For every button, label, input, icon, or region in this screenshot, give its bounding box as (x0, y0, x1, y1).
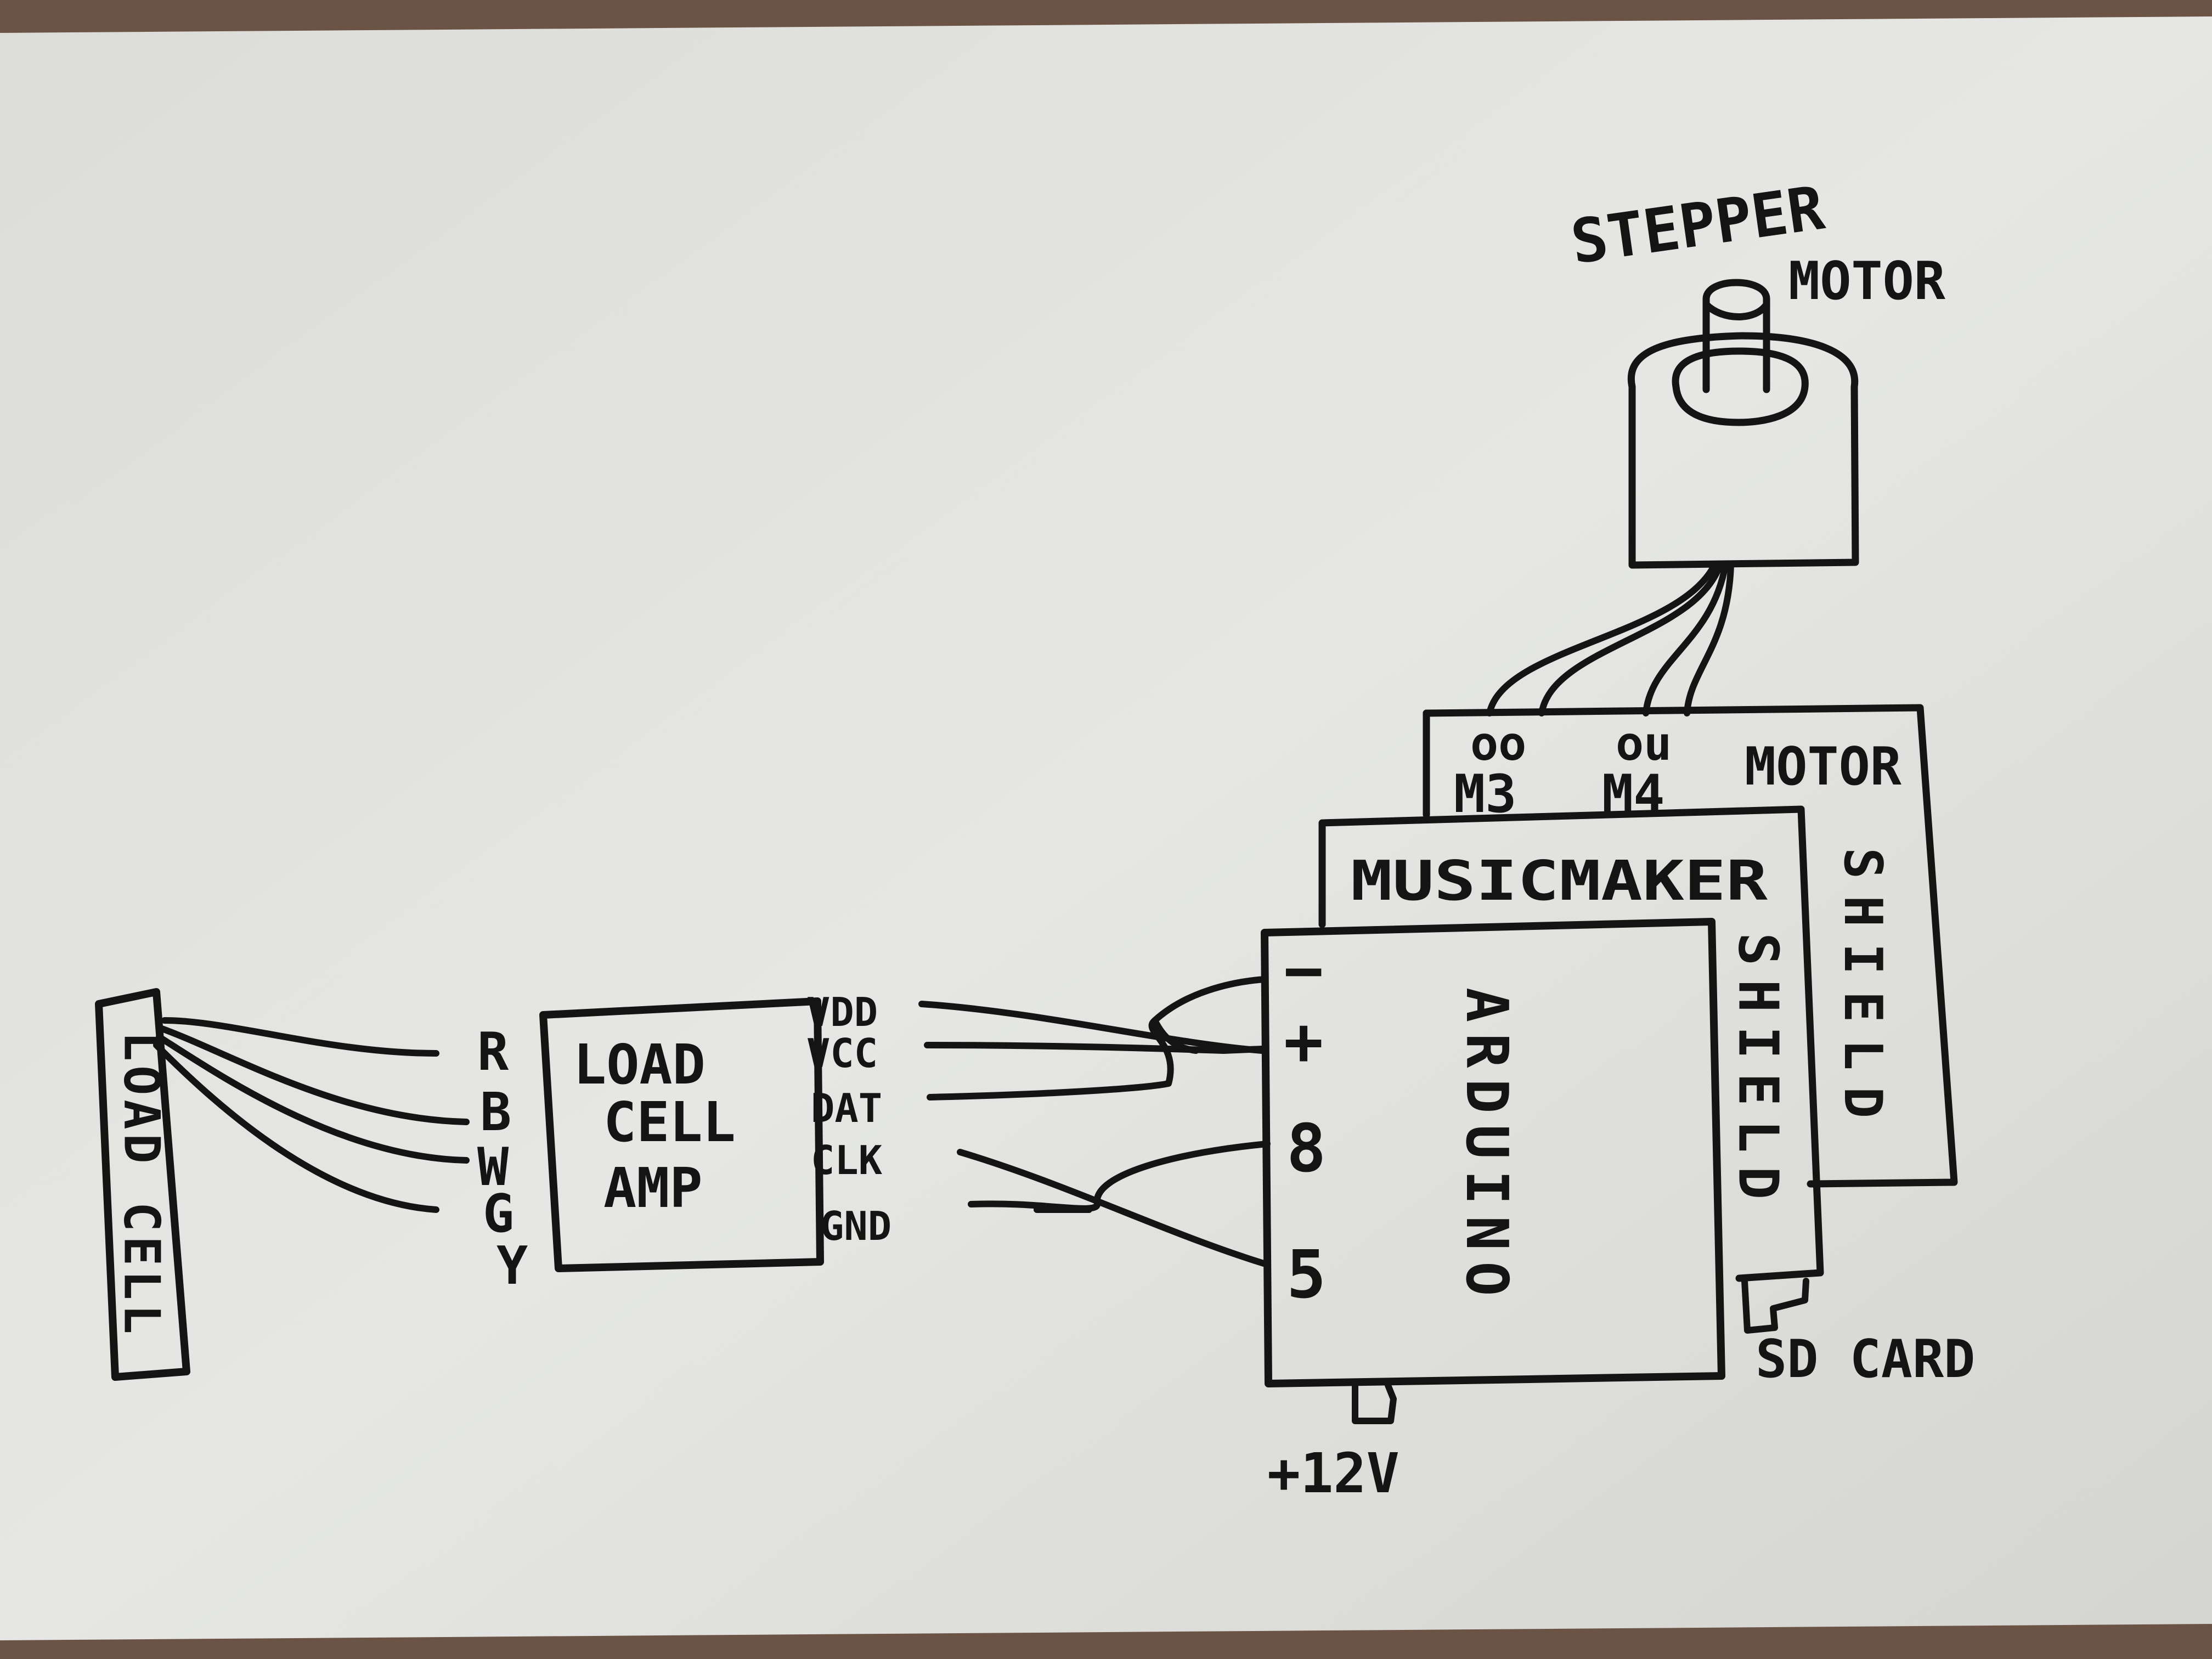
motor-shield: oo ou M3 M4 MOTOR SHIELD (1423, 704, 1958, 1188)
amp-input-pin-g: G (483, 1184, 514, 1244)
arduino-label-vertical: ARDUINO (1453, 988, 1520, 1307)
load-cell-bar (95, 988, 190, 1381)
load-cell-amp-label-line1: LOAD (573, 1032, 706, 1097)
motor-shield-label: MOTOR (1745, 737, 1902, 797)
stepper-motor-label-line2: MOTOR (1788, 251, 1946, 312)
arduino-board: ARDUINO − + 8 5 +12V (1261, 918, 1725, 1505)
amp-output-pin-dat: DAT (811, 1085, 882, 1131)
arduino-pin-5: 5 (1286, 1237, 1326, 1313)
motor-shield-label-vertical: SHIELD (1832, 848, 1893, 1135)
load-cell-amp-label-line3: AMP (603, 1156, 703, 1220)
motor-shield-port-m4-holes: ou (1616, 717, 1672, 771)
music-maker-shield-board (1318, 805, 1824, 1282)
music-maker-shield: MUSICMAKER SHIELD SD CARD (1318, 805, 1975, 1390)
motor-shield-port-m3-holes: oo (1470, 717, 1526, 771)
arduino-outline (1261, 918, 1725, 1387)
music-maker-shield-label-vertical: SHIELD (1726, 933, 1791, 1213)
load-cell-amp: LOAD CELL AMP R B W G Y VDD VCC DAT CLK … (477, 989, 891, 1296)
amp-input-pin-b: B (480, 1082, 511, 1143)
sd-card-slot-icon (1741, 1278, 1809, 1334)
sd-card-label: SD CARD (1756, 1329, 1975, 1390)
load-cell-amp-label-line2: CELL (603, 1090, 736, 1154)
amp-to-arduino-wires (918, 976, 1271, 1268)
stepper-motor-icon (1627, 279, 1859, 569)
load-cell-amp-outline (539, 997, 824, 1272)
load-cell-label-vertical: LOAD CELL (113, 1031, 171, 1339)
amp-output-pin-vdd: VDD (806, 989, 878, 1035)
arduino-pin-8: 8 (1286, 1111, 1326, 1187)
power-jack-icon (1352, 1382, 1397, 1424)
load-cell-wires (153, 1017, 470, 1213)
motor-shield-board (1423, 704, 1958, 1188)
amp-output-pin-clk: CLK (811, 1137, 883, 1183)
load-cell: LOAD CELL (95, 988, 190, 1381)
amp-output-pin-gnd: GND (820, 1203, 891, 1249)
amp-input-pin-w: W (477, 1137, 509, 1198)
power-input-label: +12V (1267, 1441, 1400, 1505)
stepper-wires (1486, 562, 1734, 716)
arduino-pin-minus: − (1284, 933, 1323, 1009)
amp-input-pin-r: R (477, 1022, 509, 1082)
music-maker-shield-label: MUSICMAKER (1351, 849, 1768, 913)
arduino-pin-plus: + (1284, 1004, 1323, 1080)
amp-output-pin-vcc: VCC (806, 1030, 878, 1076)
amp-input-pin-y: Y (496, 1236, 528, 1296)
